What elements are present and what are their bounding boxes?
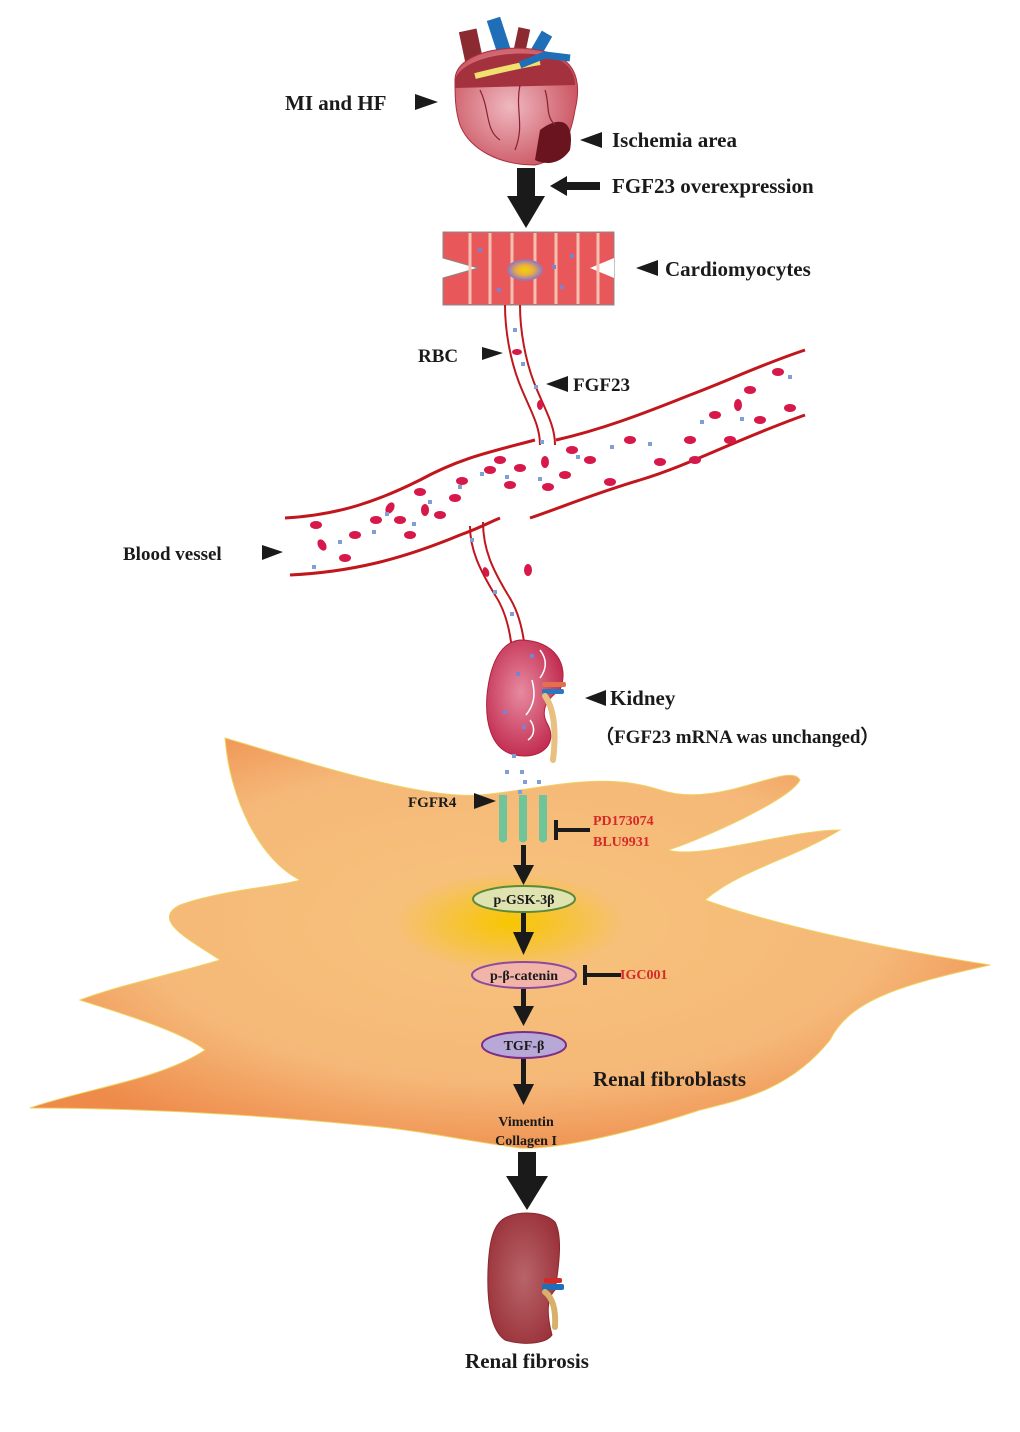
arrowhead-icon — [415, 94, 438, 110]
label-fgf23: FGF23 — [573, 375, 630, 396]
blood-vessel — [284, 348, 806, 577]
arrowhead-icon — [482, 347, 503, 360]
left-arrow-icon — [550, 176, 600, 196]
inhibitor-igc001: IGC001 — [620, 968, 667, 983]
fgf23-molecules-upper — [513, 328, 538, 389]
down-arrow-icon — [507, 168, 545, 228]
label-kidney: Kidney — [610, 686, 676, 710]
kidney-illustration — [486, 639, 566, 763]
arrowhead-icon — [546, 376, 568, 392]
rbc-cells-upper — [512, 349, 543, 410]
fgfr4-receptors — [499, 795, 547, 843]
node-tgf-beta: TGF-β — [481, 1031, 567, 1059]
pathway-arrows — [513, 845, 534, 1105]
fgf23-molecules — [312, 375, 792, 569]
label-renal-fibroblasts: Renal fibroblasts — [593, 1067, 746, 1091]
node-p-gsk-3b: p-GSK-3β — [472, 885, 576, 913]
down-arrow-icon — [506, 1152, 548, 1210]
label-renal-fibrosis: Renal fibrosis — [465, 1349, 589, 1373]
label-mi-hf: MI and HF — [285, 91, 387, 115]
fgf23-molecules-secreted — [505, 754, 541, 794]
arrowhead-icon — [585, 690, 606, 706]
node-label: p-GSK-3β — [493, 893, 554, 908]
heart-illustration — [454, 16, 579, 166]
label-rbc: RBC — [418, 346, 458, 367]
label-fgfr4: FGFR4 — [408, 795, 457, 811]
node-p-beta-catenin: p-β-catenin — [471, 961, 577, 989]
inhibitor-blu9931: BLU9931 — [593, 835, 650, 850]
node-label: TGF-β — [504, 1039, 545, 1054]
output-collagen-i: Collagen I — [495, 1134, 557, 1149]
capillary-lower — [469, 521, 526, 651]
label-fgf23-overexpression: FGF23 overexpression — [612, 174, 814, 198]
rbc-cells — [310, 368, 796, 576]
fgf23-molecules-lower — [470, 538, 514, 616]
arrowhead-icon — [474, 793, 496, 809]
inhibition-bar-icon — [583, 965, 621, 985]
inhibition-bar-icon — [554, 820, 590, 840]
arrowhead-icon — [262, 545, 283, 560]
fibrotic-kidney-illustration — [487, 1212, 564, 1344]
label-kidney-note: （FGF23 mRNA was unchanged） — [595, 725, 880, 748]
arrowhead-icon — [580, 132, 602, 148]
label-ischemia-area: Ischemia area — [612, 128, 738, 152]
label-cardiomyocytes: Cardiomyocytes — [665, 257, 811, 281]
cardiomyocyte-illustration — [442, 231, 615, 306]
label-blood-vessel: Blood vessel — [123, 544, 222, 565]
node-label: p-β-catenin — [490, 969, 558, 984]
capillary-upper — [504, 304, 556, 446]
arrowhead-icon — [636, 260, 658, 276]
output-vimentin: Vimentin — [498, 1115, 554, 1130]
rbc-cells-lower — [482, 567, 490, 577]
inhibitor-pd173074: PD173074 — [593, 814, 654, 829]
renal-fibroblast-cell — [29, 737, 991, 1149]
